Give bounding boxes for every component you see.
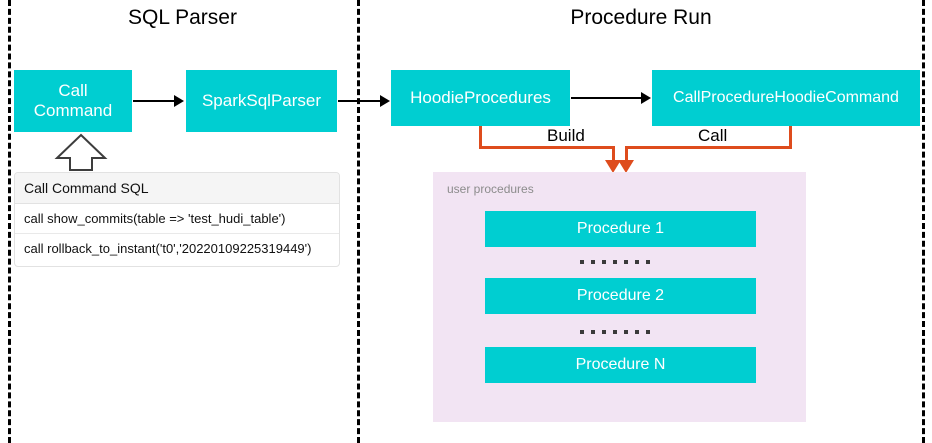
arrow-spark-parser-to-hoodie-procedures — [338, 100, 382, 102]
procedures-ellipsis-2 — [580, 330, 650, 334]
hollow-up-arrow-icon — [52, 132, 110, 177]
node-call-procedure-hoodie-command[interactable]: CallProcedureHoodieCommand — [652, 70, 920, 126]
sql-card-header: Call Command SQL — [15, 173, 339, 204]
node-call-command-line1: Call — [58, 81, 88, 101]
procedure-box-2[interactable]: Procedure 2 — [485, 278, 756, 314]
separator-middle — [357, 0, 360, 443]
separator-right — [922, 0, 925, 443]
build-connector-arrowhead-icon — [605, 160, 621, 173]
build-connector-vertical-end — [612, 146, 615, 163]
section-title-sql-parser: SQL Parser — [128, 6, 237, 29]
procedure-box-1[interactable]: Procedure 1 — [485, 211, 756, 247]
sql-card-row[interactable]: call show_commits(table => 'test_hudi_ta… — [15, 204, 339, 234]
sql-card-row[interactable]: call rollback_to_instant('t0','202201092… — [15, 234, 339, 263]
arrowhead-icon-call-command-to-spark-parser — [174, 95, 184, 107]
node-call-command-line2: Command — [33, 101, 113, 120]
arrowhead-icon-spark-parser-to-hoodie-procedures — [380, 95, 390, 107]
call-connector-vertical-end — [625, 146, 628, 163]
edge-label-call: Call — [693, 126, 733, 146]
procedures-ellipsis-1 — [580, 260, 650, 264]
build-connector-horizontal — [479, 146, 615, 149]
user-procedures-panel: user procedures Procedure 1 Procedure 2 … — [433, 172, 806, 422]
user-procedures-panel-label: user procedures — [447, 182, 534, 196]
arrow-call-command-to-spark-parser — [133, 100, 175, 102]
node-hoodie-procedures[interactable]: HoodieProcedures — [391, 70, 570, 126]
arrow-hoodie-procedures-to-call-procedure-command — [571, 97, 643, 99]
node-spark-sql-parser[interactable]: SparkSqlParser — [186, 70, 337, 132]
sql-card: Call Command SQL call show_commits(table… — [14, 172, 340, 267]
node-call-command[interactable]: Call Command — [14, 70, 132, 132]
call-connector-vertical-start — [789, 126, 792, 149]
procedure-box-n[interactable]: Procedure N — [485, 347, 756, 383]
call-connector-arrowhead-icon — [618, 160, 634, 173]
edge-label-build: Build — [542, 126, 590, 146]
build-connector-vertical-start — [479, 126, 482, 149]
section-title-procedure-run: Procedure Run — [570, 6, 712, 29]
separator-left — [8, 0, 11, 443]
arrowhead-icon-hoodie-procedures-to-call-procedure-command — [641, 92, 651, 104]
node-call-command-label: Call Command — [34, 81, 112, 120]
call-connector-horizontal — [625, 146, 792, 149]
